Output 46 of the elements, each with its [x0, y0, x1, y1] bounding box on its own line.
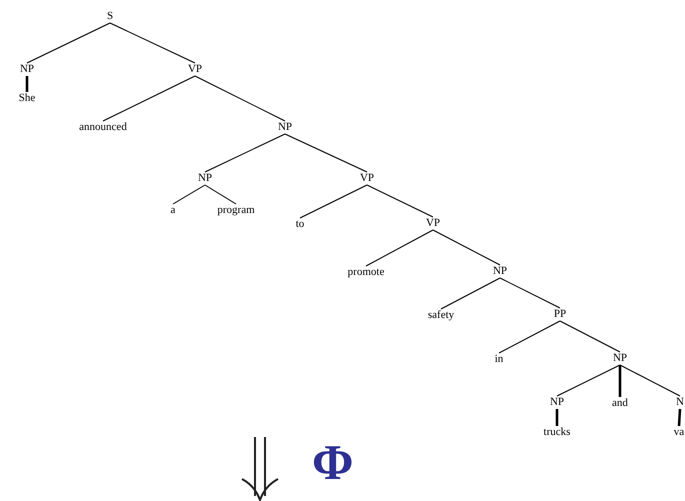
tree-branch	[204, 134, 286, 172]
tree-node-label: VP	[360, 172, 374, 184]
tree-node-label: safety	[428, 309, 454, 321]
tree-node-label: NP	[492, 265, 508, 277]
tree-node-label: NP	[612, 352, 628, 364]
tree-branch	[194, 76, 286, 122]
tree-branch	[26, 76, 28, 92]
tree-branch	[102, 76, 196, 122]
tree-node-label: promote	[348, 266, 384, 278]
tree-node-label: S	[106, 10, 114, 22]
tree-node-label: announced	[79, 121, 127, 133]
tree-branch	[110, 22, 196, 64]
tree-node-label: NP	[20, 63, 34, 75]
tree-branch	[172, 184, 206, 204]
tree-branch	[432, 230, 500, 266]
tree-branch	[560, 320, 620, 352]
tree-node-label: a	[170, 204, 176, 216]
tree-node-label: NP	[550, 396, 564, 408]
tree-branch	[366, 184, 434, 218]
tree-branch	[26, 22, 110, 64]
tree-node-label: program	[217, 204, 255, 216]
tree-branch	[678, 408, 682, 426]
tree-branch	[300, 184, 368, 218]
tree-branch	[500, 278, 560, 308]
tree-branch	[204, 184, 236, 204]
tree-branch	[366, 230, 434, 266]
tree-node-label: and	[612, 397, 628, 409]
tree-branch	[284, 134, 368, 172]
tree-node-label: She	[18, 92, 36, 104]
tree-branch	[498, 320, 560, 354]
tree-branch	[618, 365, 622, 397]
tree-node-label: trucks	[544, 426, 570, 438]
tree-node-label: va	[674, 426, 684, 438]
tree-node-label: NP	[278, 121, 292, 133]
tree-branch	[556, 409, 558, 426]
phi-symbol: Φ	[312, 437, 354, 487]
tree-node-label: PP	[554, 308, 566, 320]
tree-node-label: to	[296, 218, 304, 230]
tree-node-label: VP	[426, 217, 440, 229]
tree-branch	[620, 364, 680, 396]
tree-branch	[440, 278, 500, 310]
tree-node-label: in	[494, 353, 504, 365]
tree-branch	[556, 364, 620, 396]
tree-node-label: NP	[198, 172, 212, 184]
tree-node-label: VP	[188, 63, 202, 75]
tree-node-label: N	[676, 396, 684, 408]
